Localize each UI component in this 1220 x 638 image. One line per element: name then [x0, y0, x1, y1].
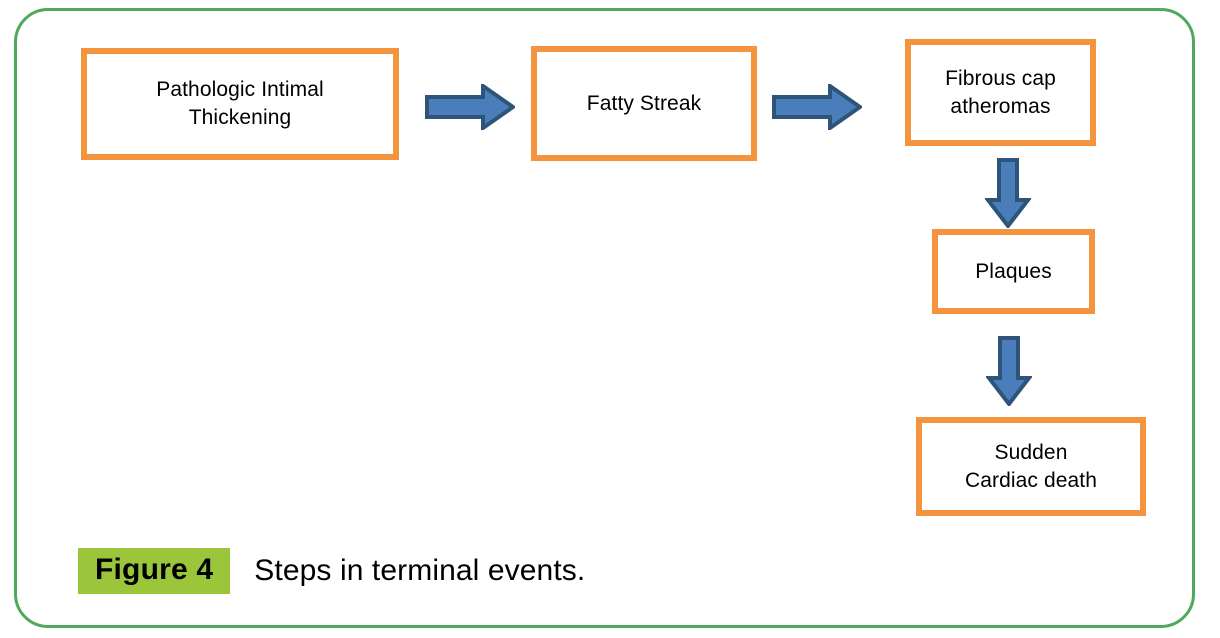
flow-node-label: Pathologic Intimal Thickening: [156, 78, 324, 129]
flow-node-plaques: Plaques: [932, 229, 1095, 314]
flow-node-label: Sudden Cardiac death: [964, 440, 1098, 492]
flow-node-label: Fibrous cap atheromas: [945, 66, 1056, 118]
flow-node-label: Plaques: [975, 259, 1052, 283]
figure-caption-text: Steps in terminal events.: [254, 554, 586, 587]
figure-number-badge: Figure 4: [78, 548, 231, 594]
arrow-down-icon: [983, 158, 1033, 230]
flow-node-pathologic-intimal-thickening: Pathologic Intimal Thickening: [81, 48, 399, 160]
figure-caption: Figure 4 Steps in terminal events.: [78, 548, 585, 594]
flow-node-sudden-cardiac-death: Sudden Cardiac death: [916, 417, 1146, 516]
arrow-right-icon: [425, 82, 517, 132]
flow-node-fibrous-cap-atheromas: Fibrous cap atheromas: [905, 39, 1096, 146]
flow-node-label: Fatty Streak: [586, 91, 702, 115]
flow-node-fatty-streak: Fatty Streak: [531, 46, 757, 161]
arrow-right-icon: [772, 82, 864, 132]
arrow-down-icon: [984, 336, 1034, 408]
